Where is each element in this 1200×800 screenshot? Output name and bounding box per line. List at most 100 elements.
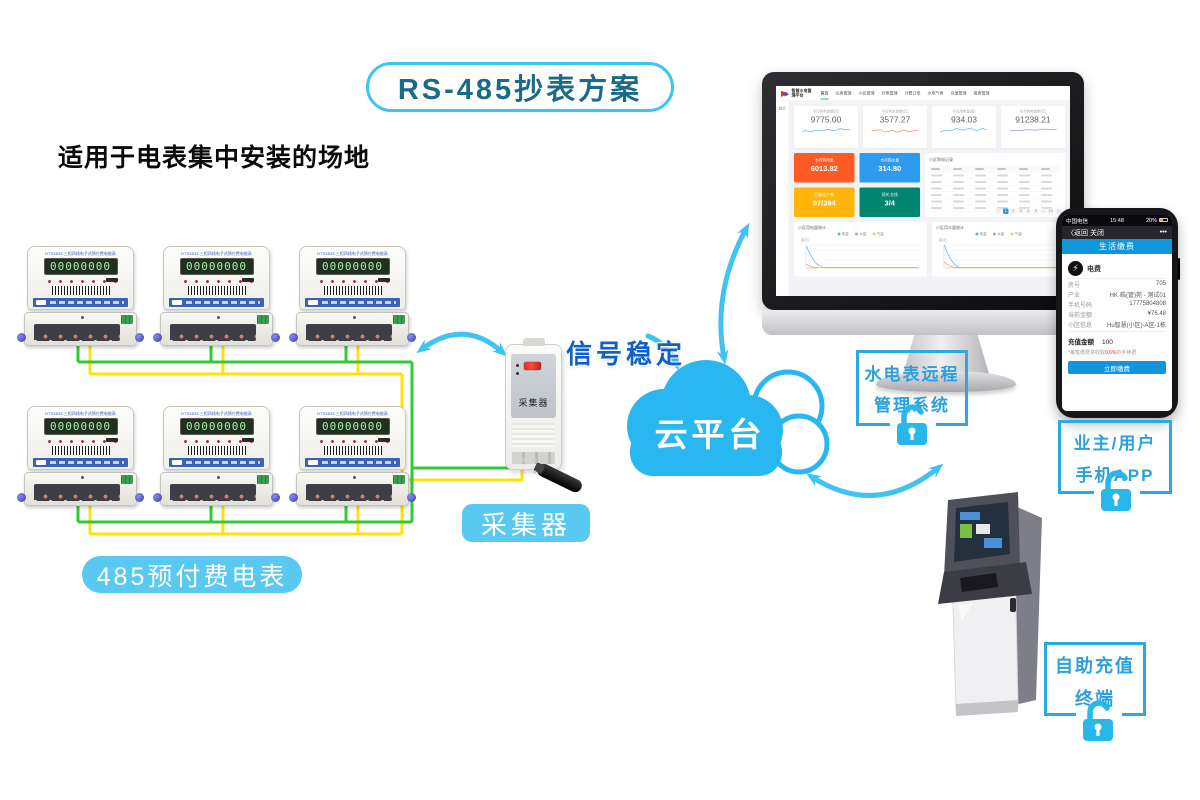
more-menu-icon[interactable]: •••: [1159, 229, 1167, 236]
sidebar-item-home[interactable]: 首页: [778, 107, 786, 111]
electric-meter: DTSX533 三相四线电子式预付费电能表 00000000: [153, 246, 280, 346]
arrow-meters-collector: [416, 331, 508, 357]
electric-meter: DTSX533 三相四线电子式预付费电能表 00000000: [289, 406, 416, 506]
page-4[interactable]: 4: [1025, 208, 1031, 214]
sparkline: [1009, 128, 1057, 132]
cloud-shape: [627, 360, 830, 476]
meter-seal: [17, 333, 26, 342]
sparkline: [802, 128, 850, 133]
electric-meter: DTSX533 三相四线电子式预付费电能表 00000000: [17, 406, 144, 506]
page-next[interactable]: ›: [1055, 208, 1061, 214]
dashboard-nav-utilities[interactable]: 水电气表: [927, 91, 944, 96]
page-2[interactable]: 2: [1010, 208, 1016, 214]
usage-chart-water: 小区用水量统计 电量 水量 气量 度(元): [932, 222, 1065, 277]
usage-chart-electric: 小区用电量统计 电量 水量 气量 度(元): [794, 222, 927, 277]
page-5[interactable]: 5: [1033, 208, 1039, 214]
collector-panel: 采集器: [511, 354, 556, 418]
table-row: [929, 179, 1061, 186]
electric-meter: DTSX533 三相四线电子式预付费电能表 00000000: [153, 406, 280, 506]
dashboard-nav-recharge[interactable]: 充值管理: [950, 91, 967, 96]
monitor-chin: [762, 310, 1084, 335]
page-1[interactable]: 1: [1003, 208, 1009, 214]
back-close-button[interactable]: 〈返回 关闭: [1067, 229, 1104, 237]
page-10[interactable]: 10: [1048, 208, 1054, 214]
stat-card: 本月购电金额(元) 91238.21: [1001, 106, 1065, 148]
fee-note: *每笔缴费将收取0.6%的手续费: [1068, 350, 1137, 356]
pay-now-button[interactable]: 立即缴费: [1068, 361, 1166, 374]
dashboard-nav-community[interactable]: 小区管理: [858, 91, 875, 96]
sparkline: [871, 129, 919, 133]
meter-terminal-block: [34, 324, 120, 341]
recharge-amount-value[interactable]: 100: [1102, 339, 1113, 346]
meter-group-label: 485预付费电表: [82, 556, 302, 593]
app-header-title: 生活缴费: [1062, 239, 1172, 254]
stat-card: 今日购水金额(元) 3577.27: [863, 106, 927, 148]
table-row: [929, 173, 1061, 179]
monitor-stand-neck: [902, 335, 990, 377]
meter-indicator-lights: [41, 278, 120, 283]
phone-status-bar: 中国电信 15:48 20%: [1062, 215, 1172, 226]
fee-type-label: 电费: [1087, 265, 1101, 273]
stat-card: 今日购电金额(元) 9775.00: [794, 106, 858, 148]
arrow-collector-cloud: [645, 333, 679, 371]
clock-label: 15:48: [1110, 217, 1124, 224]
dashboard-brand: 智慧水电管理平台: [791, 88, 812, 98]
kpi-tile-purchased-power: 本月购电量 6013.82: [794, 153, 855, 183]
battery-percent: 20%: [1145, 217, 1157, 224]
unlock-icon: [897, 404, 927, 445]
table-row: [929, 199, 1061, 205]
unlock-icon: [1083, 700, 1113, 741]
dashboard-nav-home[interactable]: 首页: [820, 91, 829, 100]
arrow-cloud-monitor: [716, 222, 750, 365]
records-table-panel: 小区购电记录: [925, 153, 1065, 217]
solution-subtitle: 适用于电表集中安装的场地: [58, 144, 371, 172]
dashboard-navbar: 智慧水电管理平台 首页 仪表管理 小区管理 抄表管理 计费订单 水电气表 充值管…: [776, 86, 1070, 101]
stat-card: 今日用电量(度) 934.03: [932, 106, 996, 148]
page-3[interactable]: 3: [1018, 208, 1024, 214]
dashboard-nav-meters[interactable]: 仪表管理: [835, 91, 852, 96]
collector-label: 采集器: [462, 504, 590, 542]
dashboard-nav-reading[interactable]: 抄表管理: [881, 91, 898, 96]
battery-icon: [1158, 218, 1168, 223]
table-row: [929, 205, 1061, 212]
meter-lcd: 00000000: [43, 258, 118, 275]
dashboard-main: 今日购电金额(元) 9775.00 今日购水金额(元) 3577.27 今日用电…: [789, 101, 1070, 296]
electric-fee-icon: ⚡: [1068, 261, 1083, 276]
monitor-stand-base: [876, 371, 1016, 392]
self-service-kiosk: [938, 492, 1042, 716]
page-prev[interactable]: ‹: [995, 208, 1001, 214]
dashboard-nav-billing[interactable]: 计费订单: [904, 91, 921, 96]
unlock-icon: [1101, 470, 1131, 511]
kpi-tile-households: 已缴/总户数 97/394: [794, 187, 855, 217]
meter-barcode: [51, 286, 110, 295]
kpi-tile-gateways: 网关,在线 3/4: [859, 187, 920, 217]
kpi-tile-purchased-water: 本月购水量 314.80: [859, 153, 920, 183]
collector-device: 采集器: [505, 338, 584, 495]
meter-seal: [135, 333, 144, 342]
collector-status-led: [524, 362, 541, 370]
collector-panel-label: 采集器: [518, 398, 549, 408]
meter-comm-terminal: [121, 315, 133, 324]
table-pagination: ‹ 1 2 3 4 5 … 10 ›: [995, 208, 1061, 214]
table-row: [929, 192, 1061, 199]
line-chart: [805, 244, 921, 269]
page-ellipsis: …: [1040, 208, 1046, 214]
table-header-row: [929, 165, 1061, 173]
electric-meter: DTSX533 三相四线电子式预付费电能表 00000000: [17, 246, 144, 346]
phone-webview-nav: 〈返回 关闭 •••: [1062, 226, 1172, 239]
meter-terminal-cover: [24, 312, 137, 346]
solution-title: RS-485抄表方案: [366, 62, 674, 112]
collector-wire-junction: [515, 451, 538, 479]
meter-brand-strip: [33, 298, 128, 307]
sparkline: [940, 128, 988, 133]
dashboard-nav-reports[interactable]: 报表管理: [973, 91, 990, 96]
management-dashboard-screen: 智慧水电管理平台 首页 仪表管理 小区管理 抄表管理 计费订单 水电气表 充值管…: [776, 86, 1070, 296]
arrow-cloud-kiosk: [806, 463, 944, 498]
meter-model-text: DTSX533 三相四线电子式预付费电能表: [45, 251, 116, 256]
signal-stable-label: 信号稳定: [566, 339, 687, 369]
